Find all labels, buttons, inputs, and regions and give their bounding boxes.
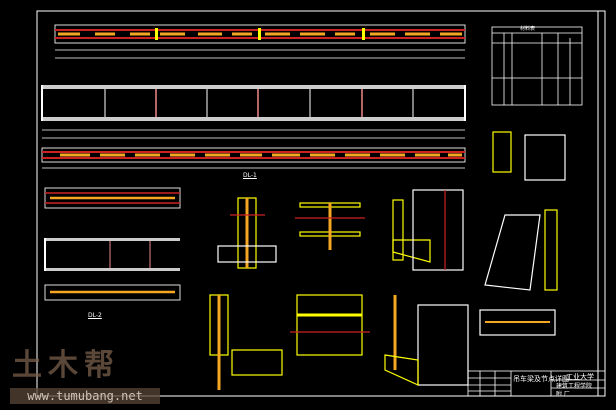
- node-details: [209, 131, 566, 390]
- table-title: 材料表: [520, 26, 536, 32]
- bottom-flange-plan: [41, 147, 466, 169]
- section-label-dl1: DL-1: [243, 172, 257, 179]
- title-block-frame: [467, 370, 606, 397]
- top-flange-plan: [54, 24, 466, 59]
- section-label-dl2: DL-2: [88, 312, 102, 319]
- school-name: 工业大学: [566, 373, 594, 381]
- lower-left-beam-elevation: [44, 238, 181, 301]
- watermark-logo: 土木帮: [12, 348, 120, 383]
- lower-left-beam-plan: [44, 187, 181, 209]
- sheet-note: 附 厂: [556, 391, 570, 398]
- department-name: 建筑工程学院: [556, 383, 593, 390]
- sheet-border: [36, 10, 606, 397]
- beam-elevation: [41, 85, 466, 139]
- material-table: [491, 26, 583, 106]
- drawing-title: 吊车梁及节点详图: [513, 375, 569, 383]
- watermark-url: www.tumubang.net: [10, 388, 160, 404]
